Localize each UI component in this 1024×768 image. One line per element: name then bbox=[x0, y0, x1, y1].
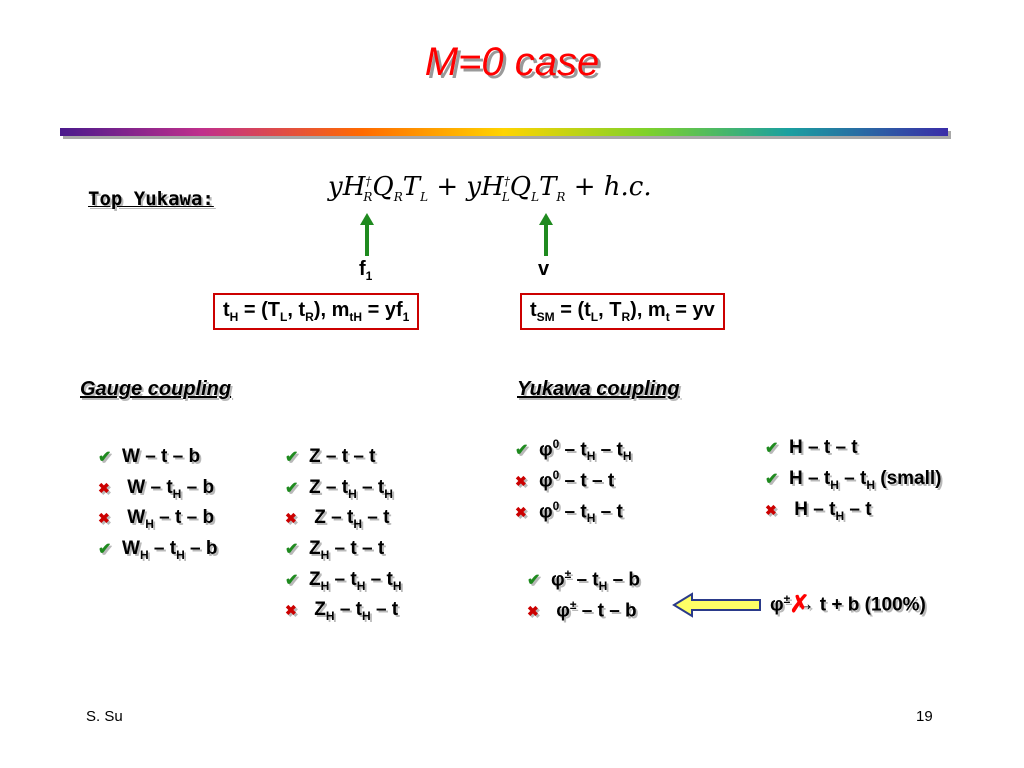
yellow-arrow-left-icon bbox=[672, 592, 761, 618]
list-item: ✔Z – tH – tH bbox=[285, 477, 393, 501]
cross-icon: ✖ bbox=[765, 502, 777, 518]
list-item: ✔Z – t – t bbox=[285, 446, 376, 467]
slide-title: M=0 case bbox=[424, 40, 600, 84]
arrow-label-f1: f1 bbox=[359, 258, 373, 283]
check-icon: ✔ bbox=[765, 471, 779, 488]
list-item: ✔W – t – b bbox=[98, 446, 201, 467]
check-icon: ✔ bbox=[515, 442, 529, 460]
list-item: ✖ ZH – tH – t bbox=[285, 599, 399, 623]
yukawa-formula: yH†RQRTL + yH†LQLTR + h.c. bbox=[328, 172, 652, 205]
list-item: ✖ H – tH – t bbox=[765, 499, 872, 523]
red-x-icon: ✗ bbox=[789, 591, 810, 619]
gauge-coupling-heading: Gauge coupling bbox=[80, 378, 232, 400]
list-item: ✔H – tH – tH (small) bbox=[765, 468, 942, 492]
arrow-up-right-shaft bbox=[544, 224, 548, 256]
check-icon: ✔ bbox=[98, 541, 112, 558]
rainbow-divider bbox=[60, 128, 948, 136]
list-item: ✔H – t – t bbox=[765, 437, 858, 458]
list-item: ✖ WH – t – b bbox=[98, 507, 215, 531]
footer-author: S. Su bbox=[86, 708, 123, 725]
cross-icon: ✖ bbox=[285, 510, 297, 526]
yukawa-coupling-heading: Yukawa coupling bbox=[517, 378, 680, 400]
check-icon: ✔ bbox=[765, 440, 779, 457]
top-yukawa-label: Top Yukawa: bbox=[88, 188, 214, 210]
list-item: ✖ W – tH – b bbox=[98, 477, 215, 501]
list-item: ✔φ± – tH – b bbox=[527, 567, 641, 594]
check-icon: ✔ bbox=[285, 541, 299, 558]
list-item: ✔ZH – t – t bbox=[285, 538, 385, 562]
list-item: ✖ φ± – t – b bbox=[527, 598, 637, 622]
list-item: ✖ Z – tH – t bbox=[285, 507, 390, 531]
cross-icon: ✖ bbox=[285, 602, 297, 618]
cross-icon: ✖ bbox=[98, 510, 110, 526]
decay-note: φ± →✗ t + b (100%) bbox=[770, 591, 926, 619]
cross-icon: ✖ bbox=[515, 473, 527, 490]
check-icon: ✔ bbox=[285, 572, 299, 589]
sm-top-box: tSM = (tL, TR), mt = yv bbox=[520, 293, 725, 330]
list-item: ✖φ0 – t – t bbox=[515, 468, 615, 492]
list-item: ✖φ0 – tH – t bbox=[515, 499, 623, 526]
arrow-up-right-head bbox=[539, 213, 553, 225]
check-icon: ✔ bbox=[527, 572, 541, 590]
cross-icon: ✖ bbox=[98, 480, 110, 496]
check-icon: ✔ bbox=[285, 480, 299, 497]
list-item: ✔ZH – tH – tH bbox=[285, 569, 402, 593]
arrow-up-left-shaft bbox=[365, 224, 369, 256]
arrow-label-v: v bbox=[538, 258, 550, 280]
list-item: ✔φ0 – tH – tH bbox=[515, 437, 632, 464]
top-partner-box: tH = (TL, tR), mtH = yf1 bbox=[213, 293, 420, 330]
cross-icon: ✖ bbox=[515, 504, 527, 521]
cross-icon: ✖ bbox=[527, 603, 539, 620]
arrow-up-left-head bbox=[360, 213, 374, 225]
list-item: ✔WH – tH – b bbox=[98, 538, 218, 562]
check-icon: ✔ bbox=[98, 449, 112, 466]
footer-page-number: 19 bbox=[916, 708, 933, 725]
check-icon: ✔ bbox=[285, 449, 299, 466]
